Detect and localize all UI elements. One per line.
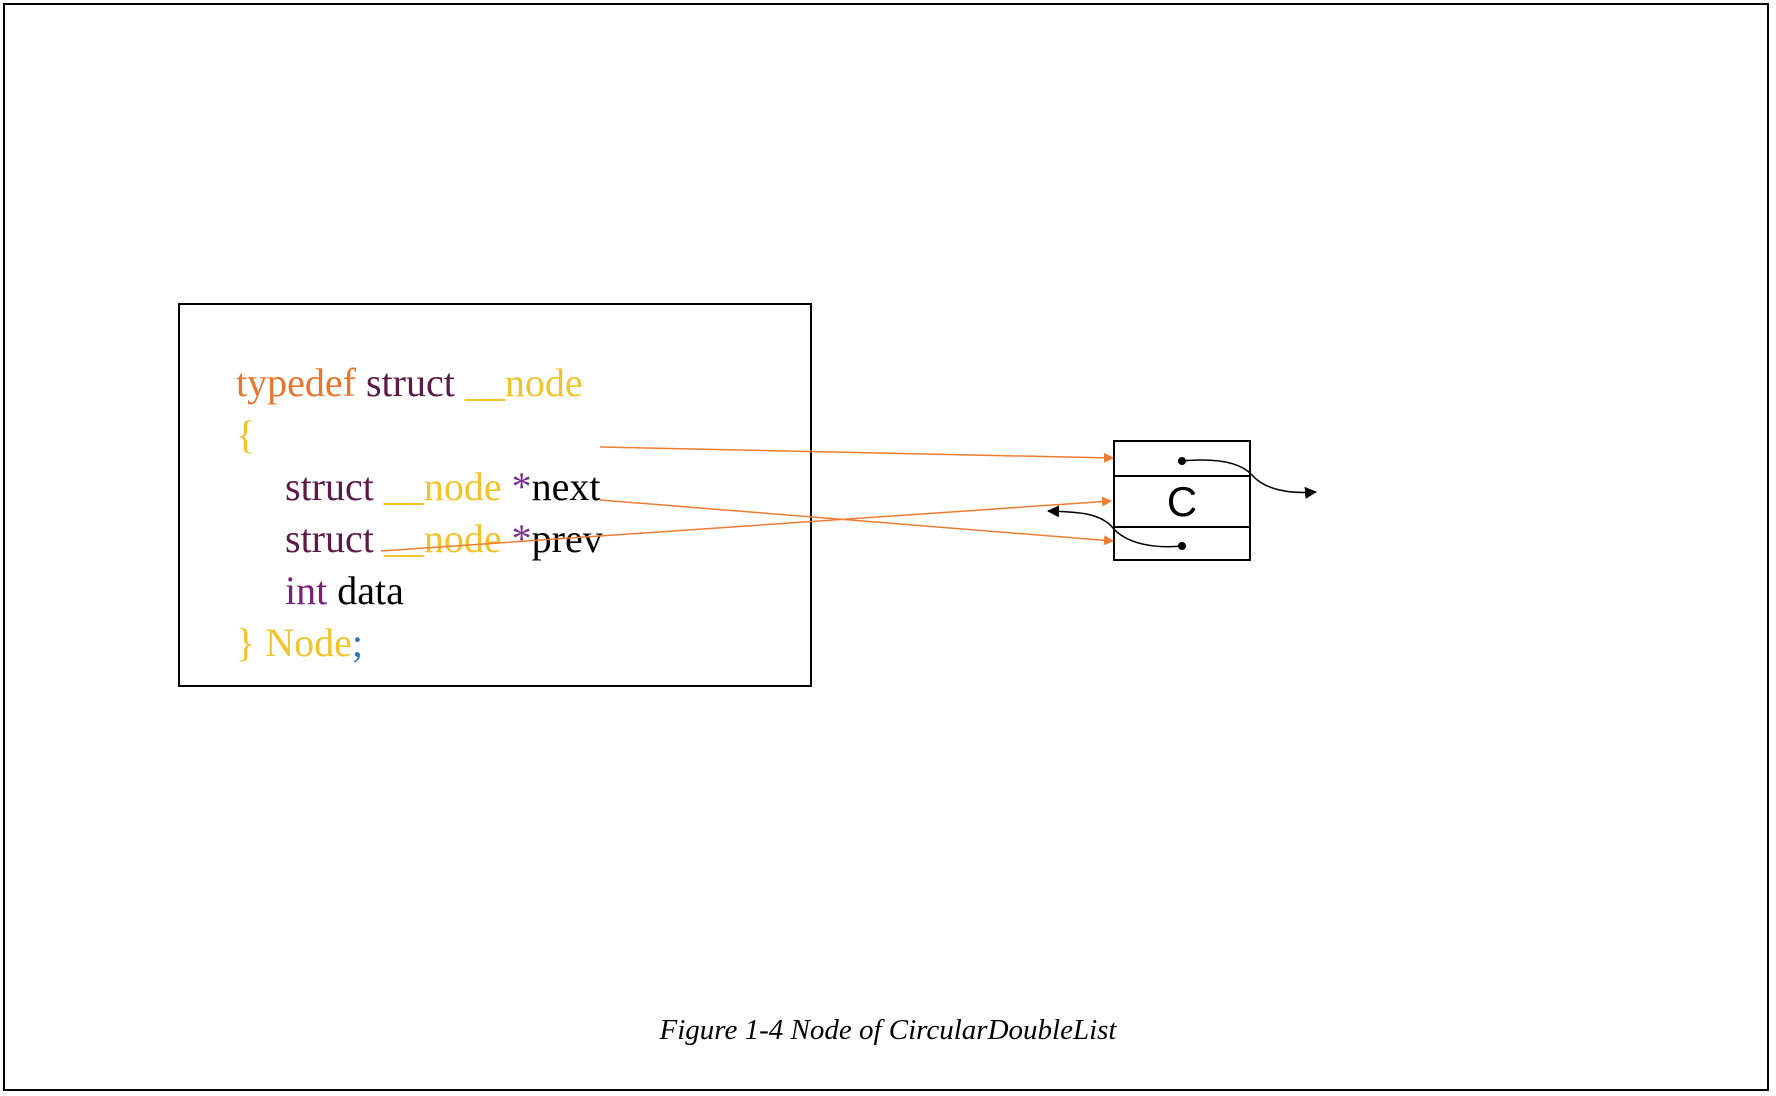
figure-caption: Figure 1-4 Node of CircularDoubleList — [659, 1014, 1117, 1046]
prev-pointer-star: * — [511, 516, 532, 561]
code-line-typedef: typedef struct __node — [196, 323, 583, 443]
next-field-name: next — [531, 464, 601, 509]
next-type-name: __node — [383, 464, 502, 509]
prev-field-arrow — [599, 499, 1114, 546]
data-field-arrow — [380, 496, 1112, 552]
code-line-data: int data — [245, 531, 404, 651]
semicolon: ; — [351, 620, 363, 665]
data-field-name: data — [337, 568, 404, 613]
code-line-close: } Node; — [196, 583, 363, 703]
code-line-open-brace: { — [196, 375, 255, 495]
close-brace: } — [236, 620, 256, 665]
int-keyword: int — [285, 568, 328, 613]
node-value-label: C — [1166, 478, 1198, 525]
code-line-next: struct __node *next — [245, 427, 601, 547]
next-pointer-arrow — [1181, 459, 1317, 499]
next-struct-keyword: struct — [285, 464, 374, 509]
typedef-name: Node — [265, 620, 352, 665]
struct-name: __node — [464, 360, 583, 405]
next-field-arrow — [599, 446, 1114, 463]
next-pointer-star: * — [511, 464, 532, 509]
prev-struct-keyword: struct — [285, 516, 374, 561]
code-box: typedef struct __node { struct __node *n… — [178, 303, 812, 687]
keyword-struct: struct — [365, 360, 455, 405]
keyword-typedef: typedef — [236, 360, 356, 405]
open-brace: { — [236, 412, 256, 457]
prev-type-name: __node — [383, 516, 502, 561]
prev-pointer-arrow — [1047, 505, 1183, 548]
